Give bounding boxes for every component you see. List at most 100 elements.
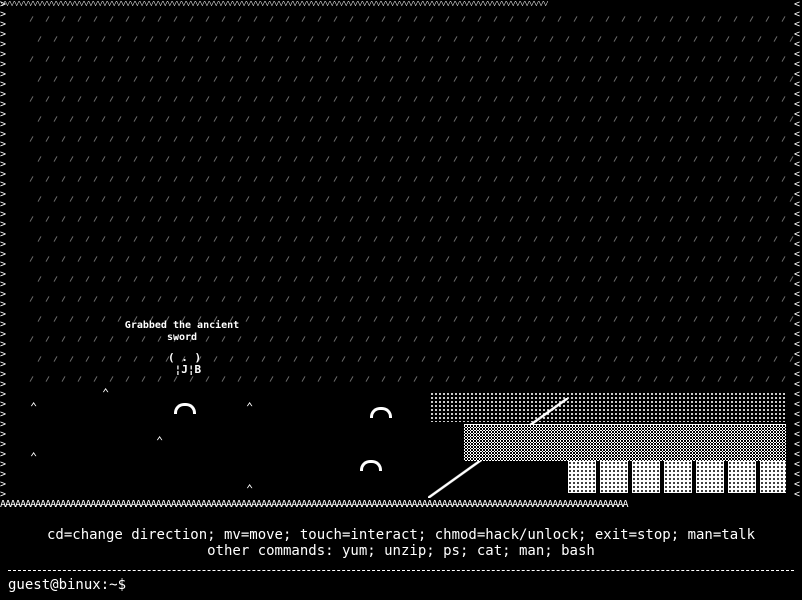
ground-border: AAAAAAAAAAAAAAAAAAAAAAAAAAAAAAAAAAAAAAAA… [0,499,629,510]
rain-mark [557,176,562,182]
rain-mark [637,216,642,222]
rain-mark [733,96,738,102]
rain-mark [477,16,482,22]
rain-mark [677,316,682,322]
rain-mark [477,296,482,302]
rain-mark [285,16,290,22]
rain-mark [389,316,394,322]
rain-mark [181,76,186,82]
rain-mark [93,56,98,62]
rain-mark [701,16,706,22]
rain-mark [557,296,562,302]
rain-mark [245,356,250,362]
rain-mark [149,276,154,282]
rain-mark [189,136,194,142]
command-input[interactable] [126,578,134,592]
rain-mark [93,96,98,102]
rain-mark [725,356,730,362]
rain-mark [757,116,762,122]
rain-mark [197,116,202,122]
rain-mark [677,156,682,162]
prompt-text: guest@binux:~$ [8,577,127,593]
rain-mark [781,136,786,142]
rain-mark [37,156,42,162]
rain-mark [485,276,490,282]
rain-mark [165,76,170,82]
rain-mark [741,76,746,82]
rain-mark [669,376,674,382]
rain-mark [173,16,178,22]
rain-mark [141,256,146,262]
rain-mark [165,196,170,202]
rain-mark [421,196,426,202]
rain-mark [493,376,498,382]
rain-mark [29,16,34,22]
right-border: < < < < < < < < < < < < < < < < < < < < … [794,0,801,500]
rain-mark [757,276,762,282]
rain-mark [301,376,306,382]
rain-mark [645,276,650,282]
rain-mark [245,36,250,42]
command-prompt[interactable]: guest@binux:~$ [8,577,134,593]
rain-mark [205,376,210,382]
rain-mark [381,176,386,182]
rain-mark [29,296,34,302]
rain-mark [317,296,322,302]
rain-mark [317,216,322,222]
rain-mark [413,16,418,22]
rain-mark [373,276,378,282]
rain-mark [197,76,202,82]
rain-mark [221,296,226,302]
rain-mark [325,156,330,162]
rain-mark [173,216,178,222]
rain-mark [53,316,58,322]
rain-mark [205,256,210,262]
rain-mark [605,216,610,222]
rain-mark [117,116,122,122]
rain-mark [109,296,114,302]
rain-mark [733,136,738,142]
rain-mark [333,336,338,342]
rain-mark [429,256,434,262]
rain-mark [701,256,706,262]
rain-mark [605,16,610,22]
rain-mark [37,356,42,362]
rain-mark [677,76,682,82]
rain-mark [381,56,386,62]
rain-mark [149,116,154,122]
rain-mark [213,76,218,82]
rain-mark [501,276,506,282]
rain-mark [501,236,506,242]
rain-mark [725,196,730,202]
rain-mark [565,276,570,282]
rain-mark [29,56,34,62]
rain-mark [285,256,290,262]
rain-mark [245,116,250,122]
rain-mark [421,156,426,162]
rain-mark [405,36,410,42]
rock [174,403,196,414]
rain-mark [133,196,138,202]
rain-mark [69,116,74,122]
terminal-panel: cd=change direction; mv=move; touch=inte… [0,515,802,600]
rain-mark [365,56,370,62]
rain-mark [621,96,626,102]
rain-mark [157,96,162,102]
rain-mark [301,296,306,302]
rain-mark [645,356,650,362]
rain-mark [509,56,514,62]
rain-mark [461,176,466,182]
rain-mark [717,136,722,142]
rain-mark [293,356,298,362]
rain-mark [685,136,690,142]
rain-mark [253,296,258,302]
rain-mark [93,296,98,302]
rain-mark [669,16,674,22]
rain-mark [381,136,386,142]
rain-mark [781,16,786,22]
rain-mark [141,56,146,62]
rain-mark [773,316,778,322]
rain-mark [173,376,178,382]
rain-mark [325,76,330,82]
rain-mark [717,56,722,62]
